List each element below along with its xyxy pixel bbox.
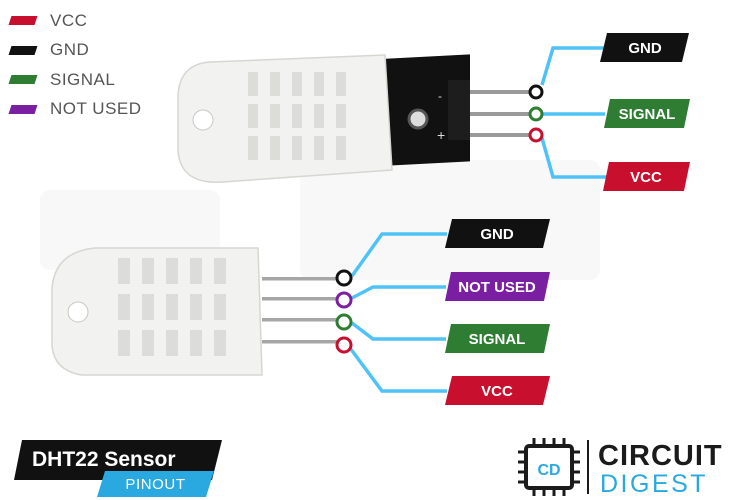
sensor-pin-gnd-ring — [335, 269, 353, 287]
module-mount-hole — [407, 108, 429, 130]
legend-item-vcc: VCC — [8, 6, 142, 36]
sensor-pin-gnd-label: GND — [445, 219, 550, 248]
sensor-wire-not-used — [351, 285, 446, 300]
svg-text:SIGNAL: SIGNAL — [469, 331, 526, 348]
sensor-wire-vcc — [348, 346, 447, 393]
diagram-subtitle: PINOUT — [97, 471, 214, 497]
sensor-hole — [67, 301, 89, 323]
legend-item-signal: SIGNAL — [8, 65, 142, 95]
module-wire-gnd — [540, 46, 608, 86]
module-pin-signal-label: SIGNAL — [604, 99, 690, 128]
module-pin-signal-ring — [528, 106, 544, 122]
module-pin-vcc-label: VCC — [603, 162, 690, 191]
logo-text-digest: DIGEST — [600, 470, 709, 498]
module-wires — [540, 46, 608, 179]
module-pin-labels: GND SIGNAL VCC — [600, 33, 690, 191]
svg-text:SIGNAL: SIGNAL — [619, 106, 676, 123]
sensor-wire-signal — [350, 321, 446, 341]
module-pin-vcc-ring — [528, 127, 544, 143]
module-pin-gnd-ring — [528, 84, 544, 100]
sensor-pin-vcc-label: VCC — [445, 376, 550, 405]
svg-text:GND: GND — [480, 226, 514, 243]
module-wire-vcc — [540, 137, 608, 179]
legend-label-gnd: GND — [50, 40, 90, 60]
legend-label-vcc: VCC — [50, 10, 88, 30]
module-pin-gnd-label: GND — [600, 33, 689, 62]
legend-label-signal: SIGNAL — [50, 69, 116, 89]
sensor-pins — [262, 277, 337, 344]
sensor-pin-rings — [335, 269, 353, 354]
sensor-pin-signal-ring — [335, 313, 353, 331]
svg-text:VCC: VCC — [630, 169, 662, 186]
sensor-pin-signal-label: SIGNAL — [445, 324, 550, 353]
svg-text:GND: GND — [628, 40, 662, 57]
module-silk-minus: - — [438, 89, 442, 103]
dht22-sensor — [51, 247, 337, 376]
sensor-body — [51, 247, 263, 376]
module-silk-plus: + — [437, 127, 445, 143]
sensor-pin-vcc-ring — [335, 336, 353, 354]
module-pin-rings — [528, 84, 544, 143]
module-sensor-hole — [192, 109, 214, 131]
legend: VCC GND SIGNAL NOT USED — [8, 6, 142, 125]
svg-text:VCC: VCC — [481, 383, 513, 400]
legend-item-gnd: GND — [8, 36, 142, 66]
logo-text-circuit: CIRCUIT — [598, 440, 723, 472]
sensor-grille — [118, 258, 226, 356]
svg-text:CD: CD — [537, 462, 560, 479]
module-sensor-grille — [248, 72, 346, 160]
module-header — [448, 80, 532, 140]
sensor-wire-gnd — [350, 232, 447, 278]
sensor-pin-not-used-ring — [335, 291, 353, 309]
svg-text:NOT USED: NOT USED — [458, 279, 536, 296]
sensor-pin-not-used-label: NOT USED — [445, 272, 550, 301]
legend-item-not-used: NOT USED — [8, 95, 142, 125]
sensor-pin-labels: GND NOT USED SIGNAL VCC — [445, 219, 550, 405]
dht22-module: - + — [177, 54, 532, 183]
sensor-wires — [348, 232, 447, 393]
circuit-digest-logo-icon: CD — [518, 438, 580, 496]
legend-label-not-used: NOT USED — [50, 99, 142, 119]
